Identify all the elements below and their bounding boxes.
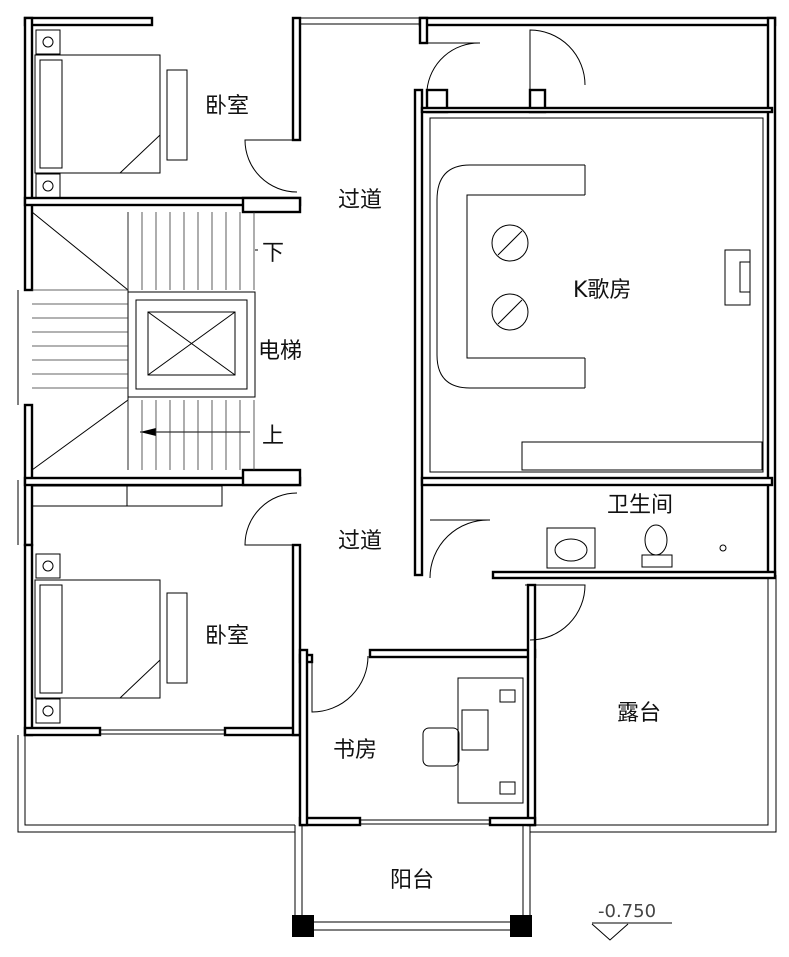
room-label-ktv: K歌房	[573, 278, 631, 303]
bed-top	[34, 29, 188, 199]
wardrobe	[31, 485, 223, 507]
room-label-corridor-top: 过道	[338, 188, 382, 213]
room-label-balcony: 阳台	[390, 868, 434, 893]
column	[510, 915, 532, 937]
outer-outline	[17, 17, 777, 833]
room-label-bathroom: 卫生间	[607, 493, 673, 518]
room-label-bedroom-top: 卧室	[205, 94, 249, 119]
staircase	[31, 211, 258, 471]
ktv-furniture	[436, 164, 763, 471]
room-label-terrace: 露台	[617, 701, 661, 726]
elevation-value: -0.750	[598, 901, 656, 922]
bathroom-fixtures	[546, 524, 727, 569]
column	[292, 915, 314, 937]
stairs-down-label: 下	[262, 241, 284, 266]
room-label-bedroom-bottom: 卧室	[205, 624, 249, 649]
stairs-up-label: 上	[262, 424, 284, 449]
room-label-corridor-bottom: 过道	[338, 529, 382, 554]
doors	[244, 29, 586, 713]
room-label-elevator: 电梯	[258, 339, 302, 364]
room-label-study: 书房	[333, 738, 377, 763]
study-furniture	[422, 677, 524, 804]
walls	[23, 16, 777, 937]
thin-lines	[100, 117, 764, 931]
elevation-marker: -0.750	[591, 901, 672, 941]
bed-bottom	[34, 553, 188, 724]
